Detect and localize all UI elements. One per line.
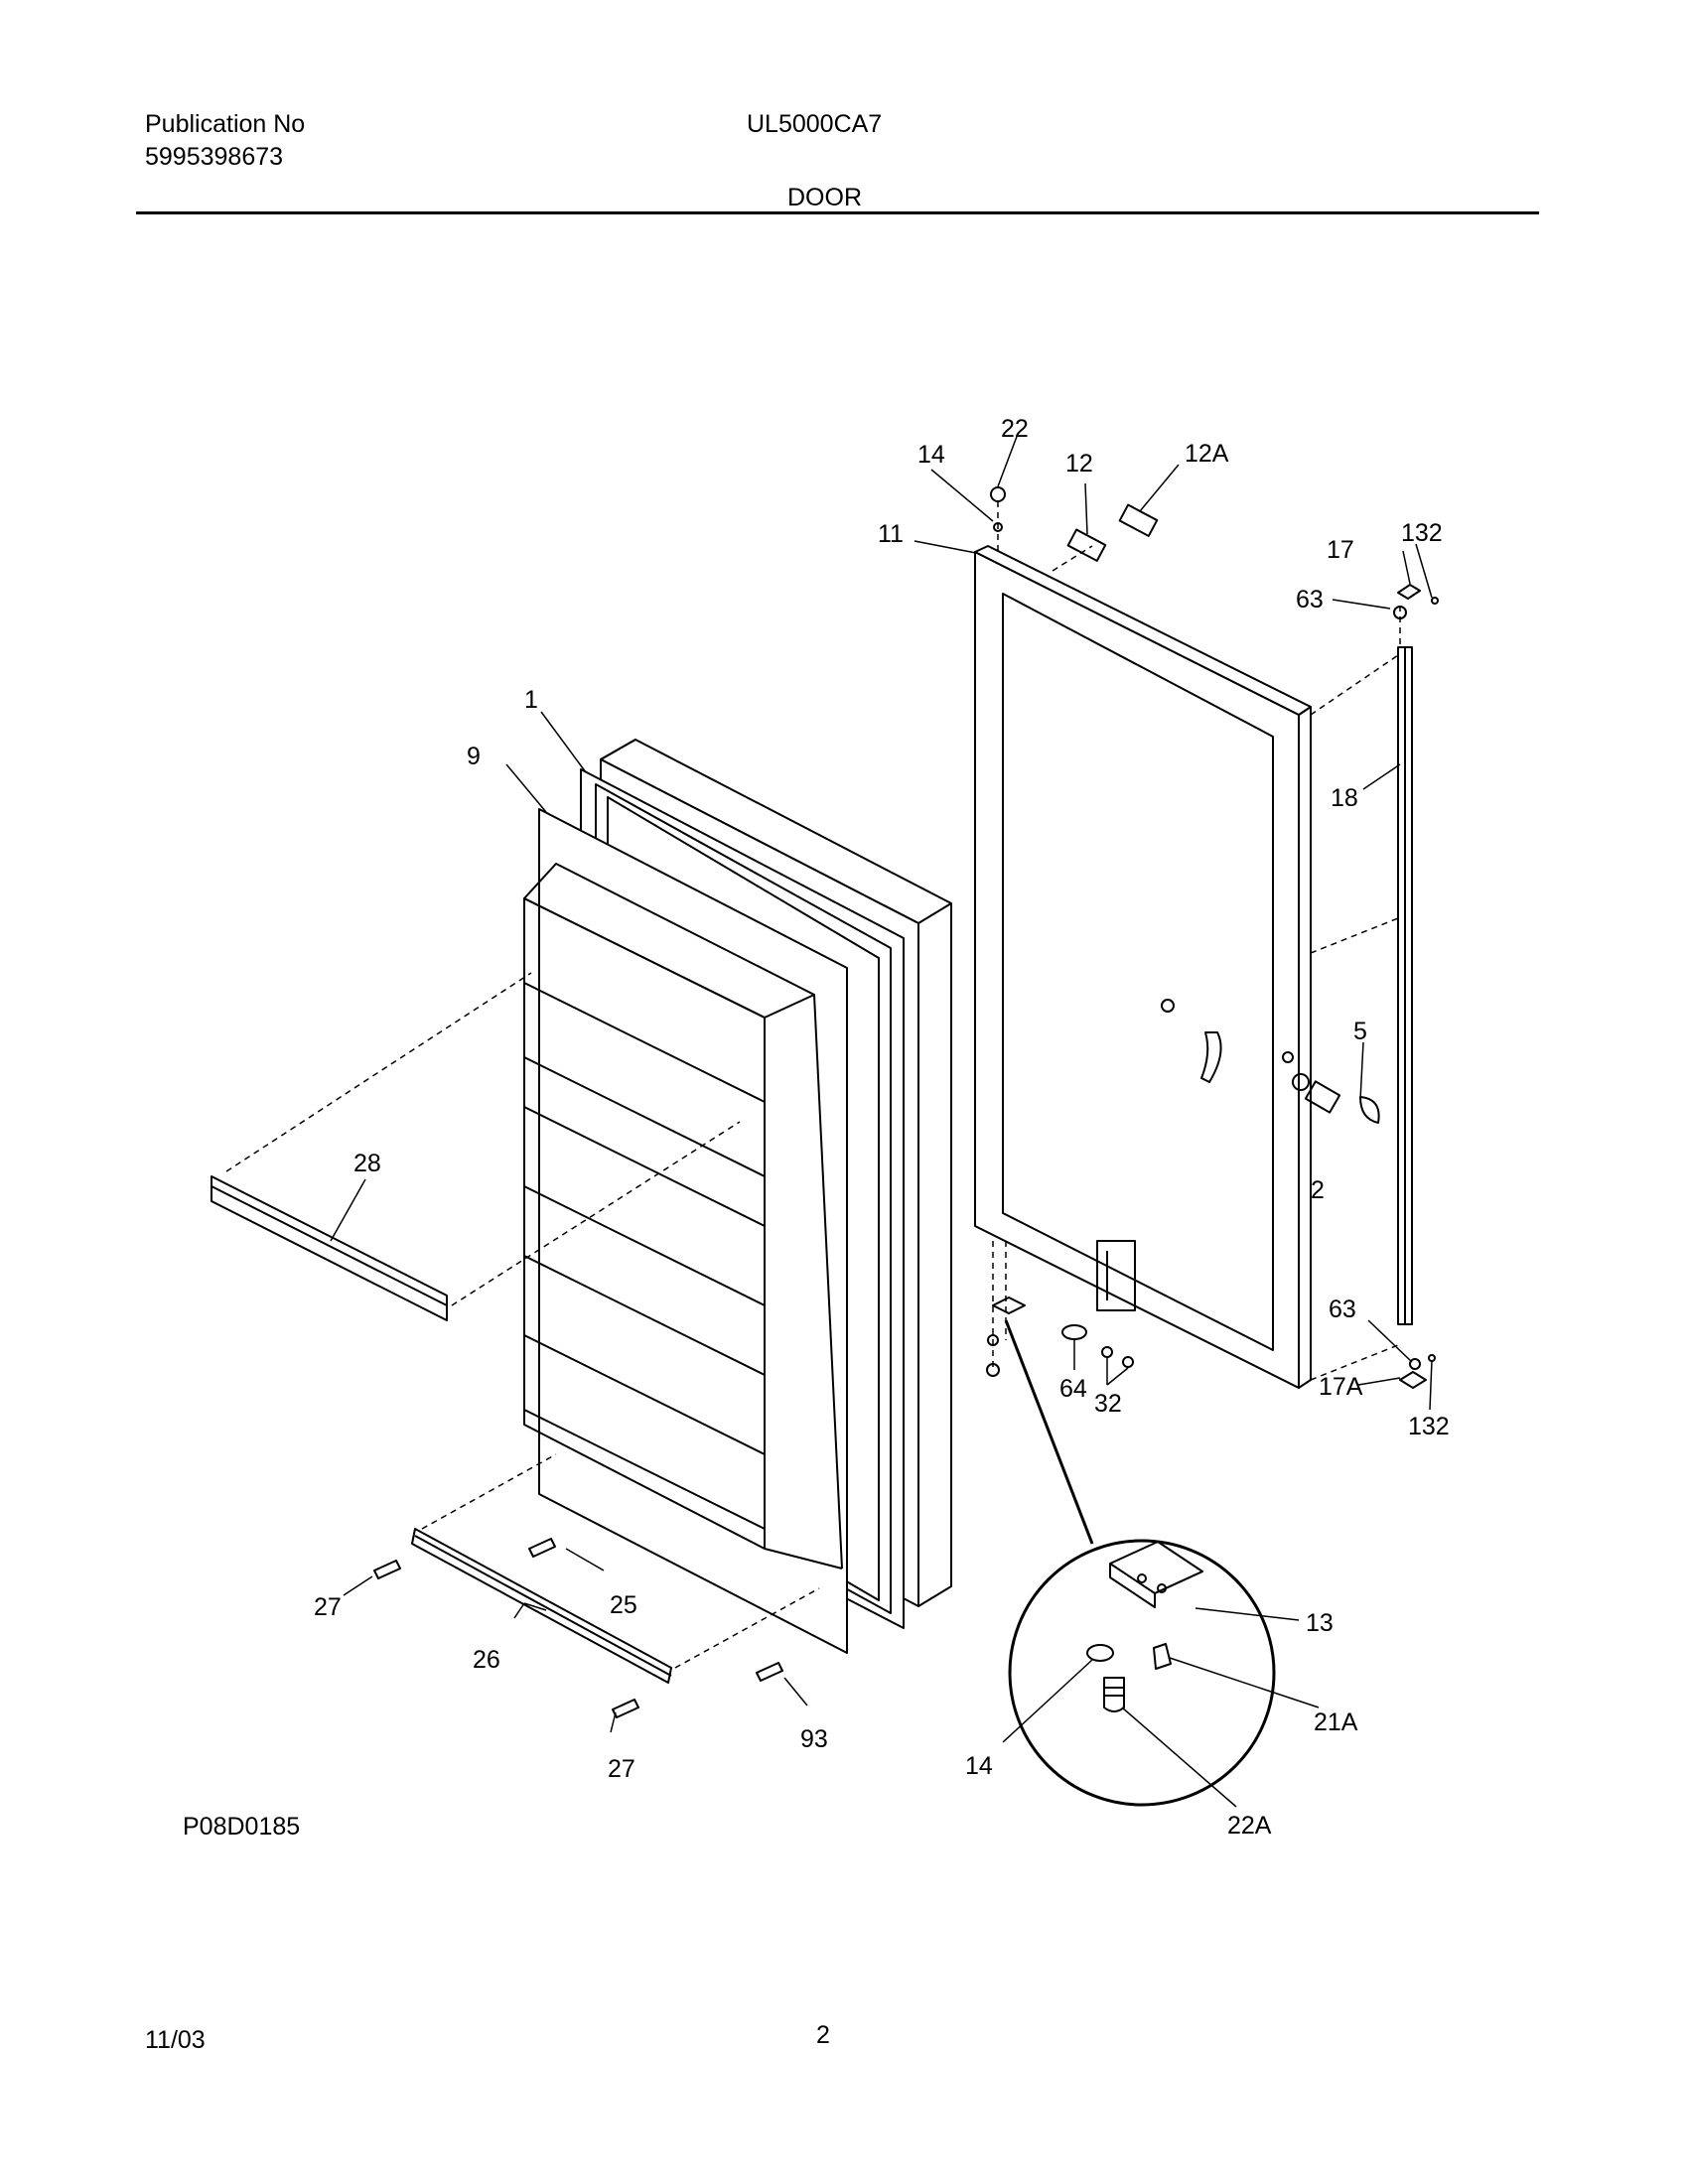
callout-1: 1 (524, 686, 538, 714)
figure-code: P08D0185 (183, 1813, 301, 1841)
publication-date: 11/03 (145, 2026, 206, 2054)
callout-93: 93 (800, 1725, 828, 1753)
callout-11: 11 (878, 520, 904, 548)
callout-21a: 21A (1314, 1708, 1358, 1736)
callout-2: 2 (1311, 1176, 1325, 1204)
callout-14-top: 14 (917, 441, 945, 469)
callout-27-left: 27 (314, 1593, 342, 1621)
section-title: DOOR (787, 184, 862, 211)
callout-14-bottom: 14 (965, 1752, 993, 1780)
assembly-lines (225, 501, 1401, 1669)
callout-28: 28 (353, 1150, 381, 1177)
callout-26: 26 (473, 1646, 500, 1674)
callout-12a: 12A (1185, 440, 1229, 468)
callout-5: 5 (1353, 1018, 1367, 1045)
callout-13: 13 (1306, 1609, 1334, 1637)
hinge-bar (1397, 646, 1413, 1325)
callout-25: 25 (610, 1591, 637, 1619)
leader-lines (330, 433, 1433, 1733)
callout-32: 32 (1094, 1390, 1122, 1418)
callout-63-bottom: 63 (1329, 1296, 1356, 1323)
page-number: 2 (816, 2021, 830, 2049)
shelf-bar-26 (411, 1528, 672, 1684)
callout-22a: 22A (1227, 1812, 1272, 1840)
model-number: UL5000CA7 (747, 110, 883, 138)
small-parts (373, 486, 1439, 1718)
header-rule (136, 211, 1539, 214)
inner-door-liner (523, 808, 848, 1654)
callout-12: 12 (1065, 450, 1093, 478)
callout-18: 18 (1331, 784, 1358, 812)
callout-132-bottom: 132 (1408, 1413, 1450, 1440)
callout-63-top: 63 (1296, 586, 1324, 614)
callout-17: 17 (1327, 536, 1354, 564)
callout-17a: 17A (1319, 1373, 1363, 1401)
publication-number: 5995398673 (145, 143, 284, 171)
callout-132-top: 132 (1401, 519, 1443, 547)
shelf-bar-28 (211, 1175, 448, 1321)
publication-label: Publication No (145, 110, 306, 138)
callout-64: 64 (1059, 1375, 1087, 1403)
callout-27-bottom: 27 (608, 1755, 635, 1783)
detail-circle (1002, 1319, 1320, 1808)
door-frame (974, 545, 1312, 1389)
callout-9: 9 (467, 743, 481, 770)
callout-22: 22 (1001, 415, 1029, 443)
